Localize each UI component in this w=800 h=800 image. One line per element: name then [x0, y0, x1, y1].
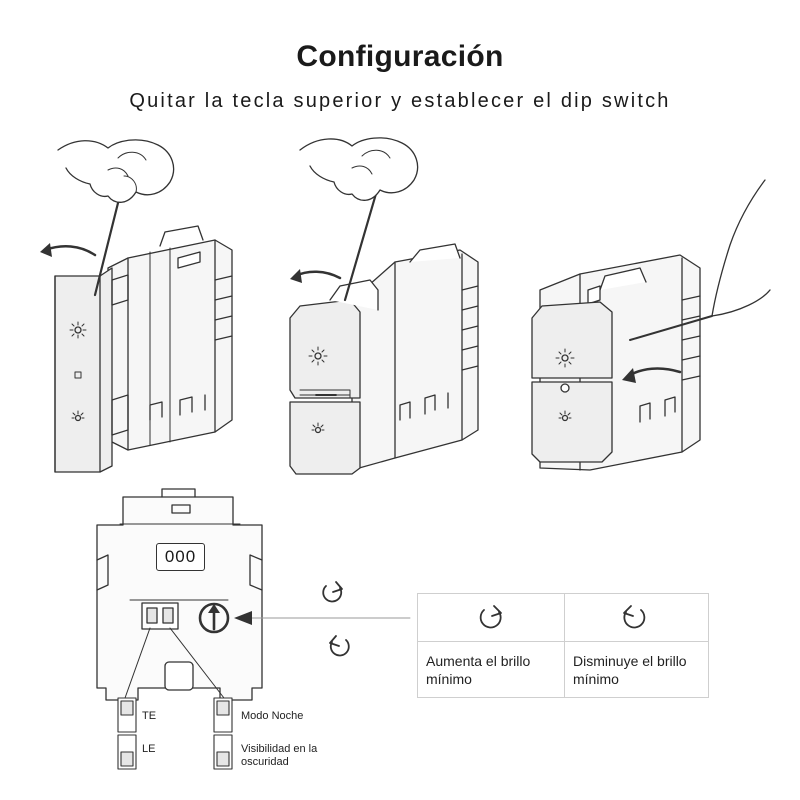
hand-icon	[57, 139, 175, 203]
table-rotate-clockwise-icon	[479, 605, 502, 629]
step-3-module	[531, 179, 771, 471]
top-view-module	[96, 488, 411, 701]
dip-label-le: LE	[142, 743, 156, 755]
curved-arrow-icon	[43, 245, 97, 257]
dip-label-night-mode: Modo Noche	[241, 710, 304, 722]
step-1-module	[40, 139, 233, 473]
dip-label-te: TE	[142, 710, 157, 722]
screwdriver-icon	[93, 193, 122, 297]
dip-label-dark-visibility: Visibilidad en la oscuridad	[241, 743, 318, 768]
page-title: Configuración	[296, 40, 504, 73]
page-subtitle: Quitar la tecla superior y establecer el…	[129, 90, 671, 112]
rotate-clockwise-icon	[322, 581, 343, 603]
brightness-table	[417, 593, 709, 698]
table-rotate-counterclockwise-icon	[623, 605, 646, 629]
table-cell-increase: Aumenta el brillo mínimo	[426, 653, 531, 687]
rotate-counterclockwise-icon	[329, 635, 350, 657]
table-divider-vertical	[564, 594, 565, 697]
dip-code-display: 000	[156, 543, 205, 571]
table-cell-decrease: Disminuye el brillo mínimo	[573, 653, 687, 687]
table-divider-horizontal	[418, 641, 708, 642]
step-2-module	[289, 137, 479, 475]
dip-legend	[117, 697, 233, 770]
